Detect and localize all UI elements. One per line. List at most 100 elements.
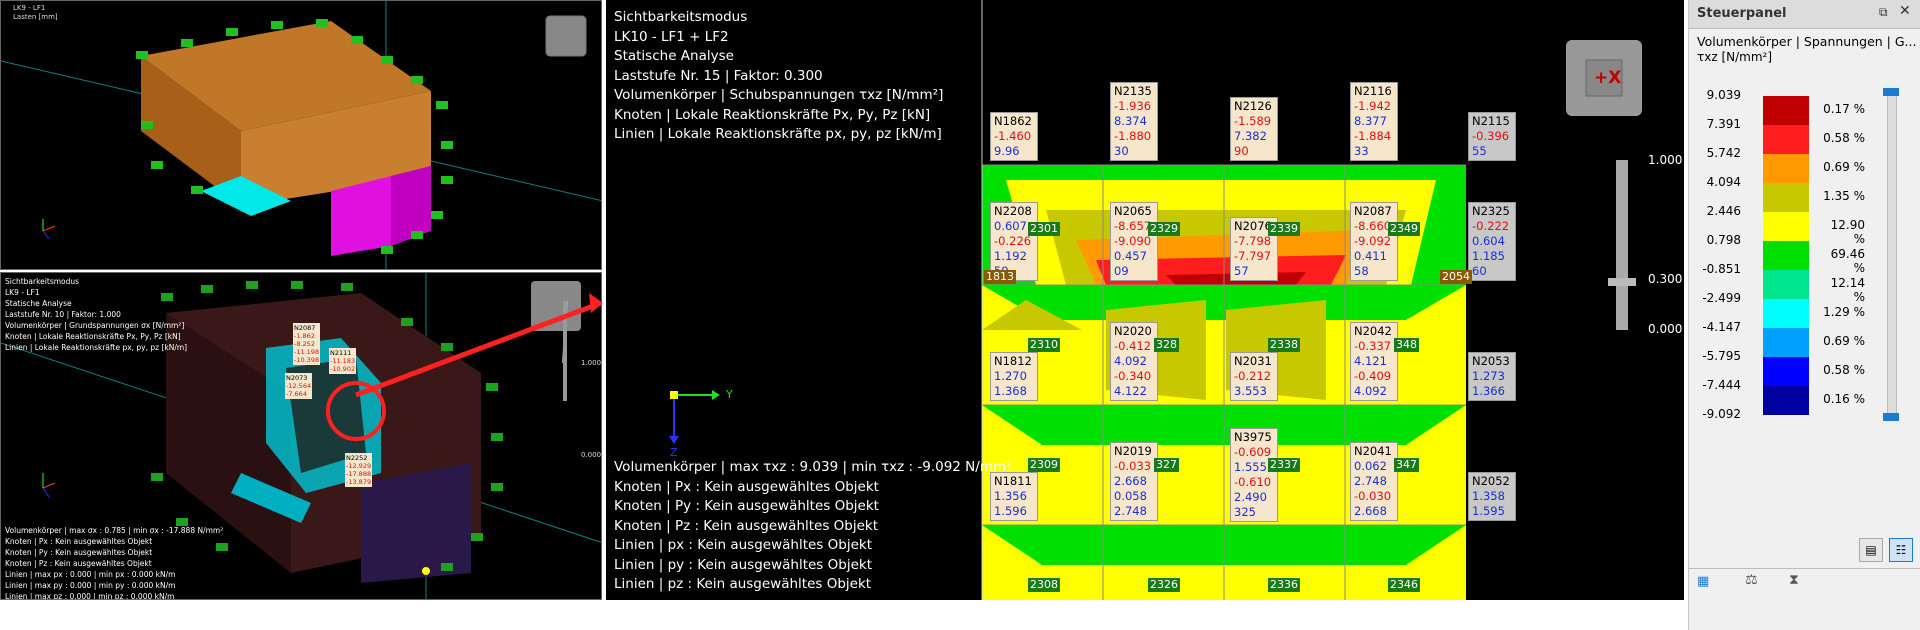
panel-tabs: ▦ ⚖ ⧗	[1689, 568, 1920, 597]
legend-value: 4.094	[1706, 175, 1741, 189]
legend-swatch	[1763, 299, 1809, 328]
node-name: N2115	[1472, 114, 1510, 128]
solid-tag: 2349	[1388, 222, 1420, 236]
node-value: -1.460	[994, 129, 1032, 143]
info-overlay: Sichtbarkeitsmodus LK10 - LF1 + LF2 Stat…	[614, 8, 943, 145]
node-value: 4.122	[1114, 384, 1147, 398]
tab-balance-icon[interactable]: ⚖	[1745, 572, 1758, 588]
viewport-title: LK9 - LF1	[13, 4, 46, 12]
node-name: N2076	[1234, 219, 1272, 233]
node-value: 1.192	[994, 249, 1027, 263]
node-label-N2126: N2126 -1.589 7.382 90	[1230, 97, 1278, 161]
viewport-bottom-left[interactable]: Sichtbarkeitsmodus LK9 - LF1 Statische A…	[0, 272, 602, 600]
solid-tag: 2338	[1268, 338, 1300, 352]
solid-tag: 2339	[1268, 222, 1300, 236]
node-value: 0.411	[1354, 249, 1387, 263]
node-value: 58	[1354, 264, 1369, 278]
node-value: 09	[1114, 264, 1129, 278]
legend-value: 5.742	[1706, 146, 1741, 160]
node-value: -0.610	[1234, 475, 1272, 489]
close-icon[interactable]: ✕	[1899, 3, 1911, 19]
node-value: -0.033	[1114, 459, 1152, 473]
view-cube	[1566, 40, 1642, 116]
legend-percent: 0.58 %	[1823, 363, 1865, 377]
node-value: -12.929	[346, 462, 372, 470]
legend-swatch	[1763, 241, 1809, 270]
node-value: 0.457	[1114, 249, 1147, 263]
legend-swatch	[1763, 328, 1809, 357]
slider-handle-bottom[interactable]	[1883, 413, 1899, 421]
node-value: -9.092	[1354, 234, 1392, 248]
scale-label-top: 1.000	[1648, 153, 1683, 167]
restore-icon[interactable]: ⧉	[1879, 5, 1888, 19]
node-value: 1.595	[1472, 504, 1505, 518]
panel-title: Steuerpanel	[1697, 6, 1787, 21]
panel-settings-icon[interactable]: ▤	[1859, 538, 1883, 562]
legend-row: 4.094 1.35 %	[1689, 175, 1920, 212]
node-name: N1862	[994, 114, 1032, 128]
info-line: Knoten | Py : Kein ausgewähltes Objekt	[5, 548, 153, 557]
node-name: N2019	[1114, 444, 1152, 458]
node-name: N2126	[1234, 99, 1272, 113]
tab-filter-icon[interactable]: ⧗	[1789, 572, 1799, 588]
node-name: N2111	[330, 349, 352, 357]
summary-line: Knoten | Pz : Kein ausgewähltes Objekt	[614, 517, 879, 534]
info-line: Knoten | Pz : Kein ausgewähltes Objekt	[5, 559, 152, 568]
summary-line: Knoten | Py : Kein ausgewähltes Objekt	[614, 498, 879, 514]
node-value: 4.092	[1114, 354, 1147, 368]
solid-tag: 2336	[1268, 578, 1300, 592]
info-line: Linien | max pz : 0.000 | min pz : 0.000…	[5, 592, 175, 600]
info-line: Volumenkörper | max σx : 0.785 | min σx …	[5, 526, 224, 535]
node-value: -7.797	[1234, 249, 1272, 263]
slider-handle-top[interactable]	[1883, 88, 1899, 96]
node-label: N2087 -1.862 -8.252 -11.198 -10.398	[293, 323, 321, 365]
node-label-N3975: N3975 -0.609 1.555 -0.610 2.490 325	[1230, 428, 1278, 522]
viewport-main[interactable]: Sichtbarkeitsmodus LK10 - LF1 + LF2 Stat…	[606, 0, 1684, 600]
node-value: -0.212	[1234, 369, 1272, 383]
legend-swatch	[1763, 125, 1809, 154]
node-label-N2208: N2208 0.607 -0.226 1.192 59	[990, 202, 1038, 281]
summary-overlay: Volumenkörper | max τxz : 9.039 | min τx…	[614, 458, 1012, 595]
node-value: -0.409	[1354, 369, 1392, 383]
legend-swatch	[1763, 386, 1809, 415]
node-name: N2208	[994, 204, 1032, 218]
viewport-top-left[interactable]: LK9 - LF1 Lasten [mm]	[0, 0, 602, 270]
node-label-N1812: N1812 1.270 1.368	[990, 352, 1038, 401]
info-line: Knoten | Lokale Reaktionskräfte Px, Py, …	[5, 332, 181, 341]
legend-value: -5.795	[1702, 349, 1741, 363]
node-name: N2042	[1354, 324, 1392, 338]
node-value: -8.657	[1114, 219, 1152, 233]
panel-legend-icon[interactable]: ☷	[1889, 538, 1913, 562]
legend-percent: 1.29 %	[1823, 305, 1865, 319]
node-name: N2116	[1354, 84, 1392, 98]
legend-row: 0.798 69.46 %	[1689, 233, 1920, 275]
legend-value: -7.444	[1702, 378, 1741, 392]
node-value: -10.398	[294, 356, 320, 364]
view-cube-label[interactable]: +X	[1594, 68, 1622, 88]
control-panel: Steuerpanel ⧉ ✕ Volumenkörper | Spannung…	[1688, 0, 1920, 630]
legend-value: -9.092	[1702, 407, 1741, 421]
node-value: -1.936	[1114, 99, 1152, 113]
result-type: Volumenkörper | Schubspannungen τxz [N/m…	[614, 87, 944, 103]
node-name: N1812	[994, 354, 1032, 368]
node-value: 1.270	[994, 369, 1027, 383]
node-value: -7.664	[286, 390, 307, 398]
legend-percent: 0.16 %	[1823, 392, 1865, 406]
tab-color-scale-icon[interactable]: ▦	[1697, 574, 1710, 589]
node-value: 55	[1472, 144, 1487, 158]
node-label-N2052: N2052 1.358 1.595	[1468, 472, 1516, 521]
legend-percent: 1.35 %	[1823, 189, 1865, 203]
legend-value: -0.851	[1702, 262, 1741, 276]
node-label-N2325: N2325 -0.222 0.604 1.185 60	[1468, 202, 1516, 281]
legend-slider[interactable]	[1887, 88, 1897, 420]
node-name: N3975	[1234, 430, 1272, 444]
node-value: 8.374	[1114, 114, 1147, 128]
node-name: N2041	[1354, 444, 1392, 458]
node-value: -8.660	[1354, 219, 1392, 233]
solid-tag: 348	[1394, 338, 1419, 352]
summary-line: Volumenkörper | max τxz : 9.039 | min τx…	[614, 459, 1012, 475]
3d-model-top	[1, 1, 601, 269]
node-value: -1.862	[294, 332, 315, 340]
node-value: 4.092	[1354, 384, 1387, 398]
legend-row: -2.499 1.29 %	[1689, 291, 1920, 328]
